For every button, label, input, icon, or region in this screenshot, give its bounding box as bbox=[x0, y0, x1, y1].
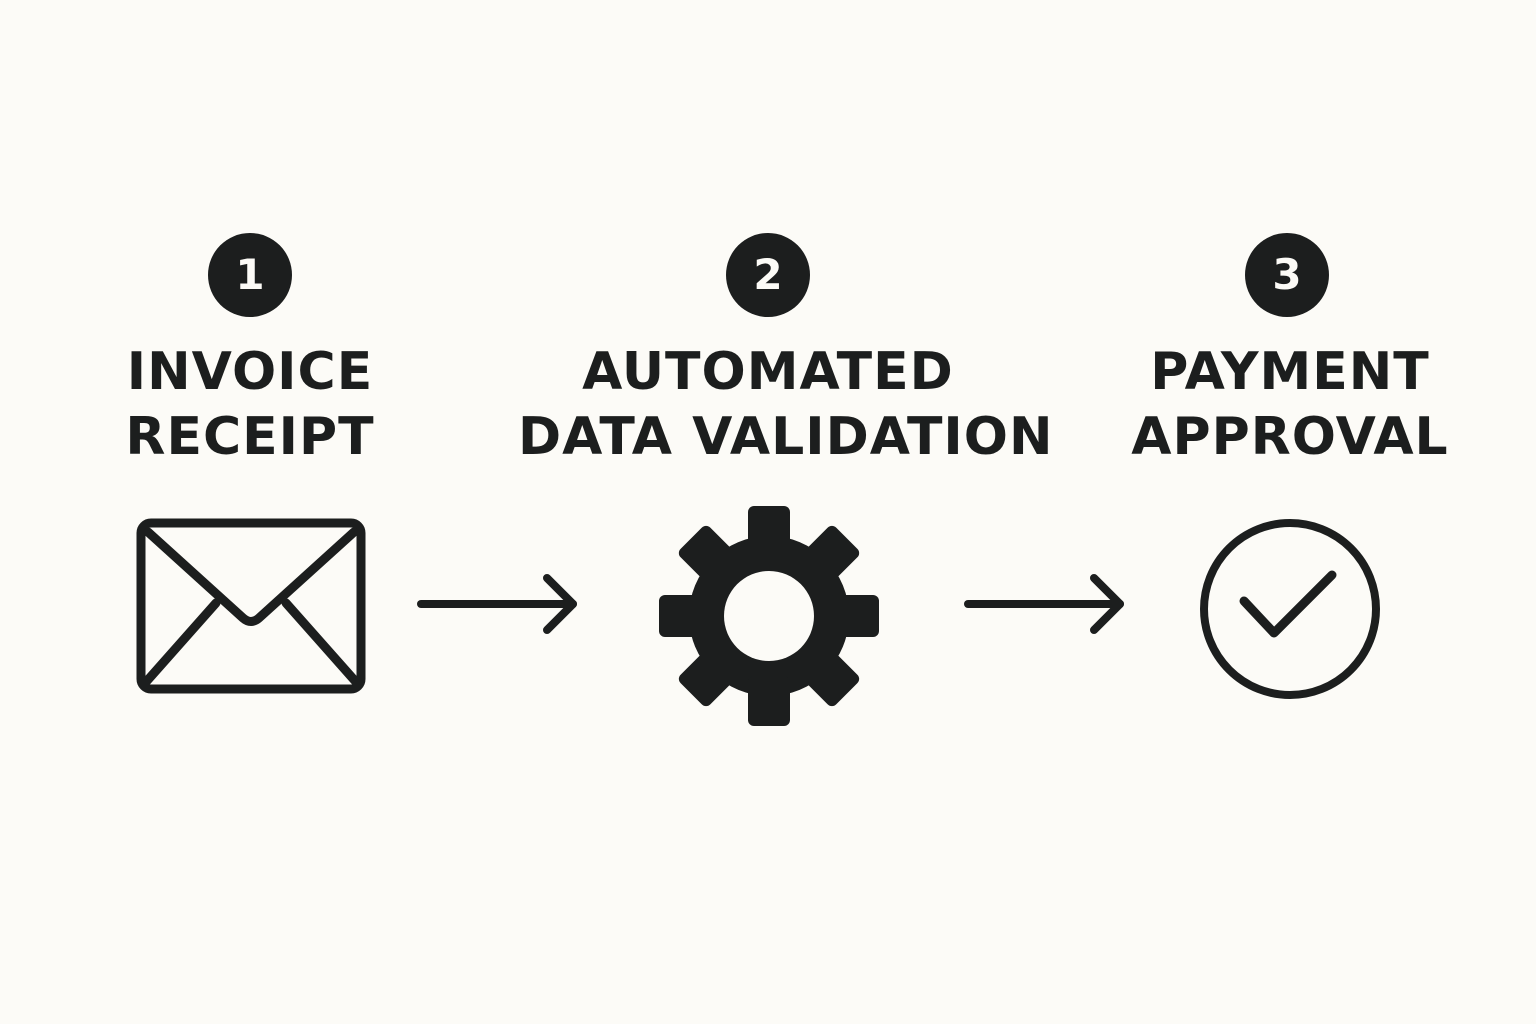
arrow-right-icon bbox=[417, 574, 577, 634]
step-3-title: PAYMENT APPROVAL bbox=[1120, 340, 1460, 470]
gear-icon bbox=[659, 506, 879, 726]
step-3-title-line-1: PAYMENT bbox=[1150, 342, 1430, 402]
step-3-number-badge: 3 bbox=[1245, 233, 1329, 317]
step-2-title: AUTOMATED DATA VALIDATION bbox=[518, 340, 1054, 470]
check-circle-icon bbox=[1200, 519, 1380, 699]
step-2-title-line-2: DATA VALIDATION bbox=[518, 407, 1054, 467]
step-1-title-line-1: INVOICE bbox=[126, 342, 374, 402]
step-1-title: INVOICE RECEIPT bbox=[100, 340, 400, 470]
step-2-number-badge: 2 bbox=[726, 233, 810, 317]
step-1-number-badge: 1 bbox=[208, 233, 292, 317]
step-2-title-line-1: AUTOMATED bbox=[582, 342, 954, 402]
step-1-title-line-2: RECEIPT bbox=[125, 407, 375, 467]
arrow-right-icon bbox=[964, 574, 1124, 634]
step-3-title-line-2: APPROVAL bbox=[1131, 407, 1449, 467]
envelope-icon bbox=[136, 518, 366, 694]
